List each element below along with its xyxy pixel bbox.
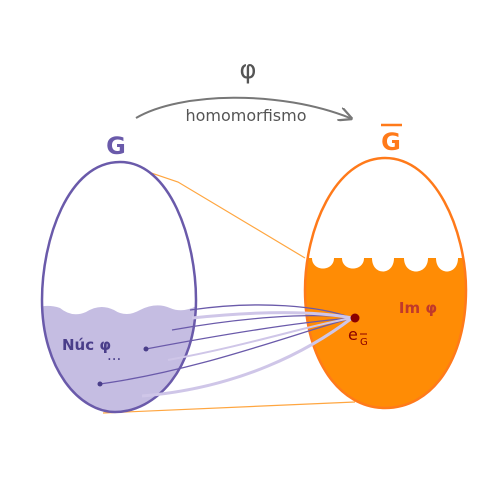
mapping-curve-5 <box>141 316 353 398</box>
phi-label: φ <box>239 55 256 85</box>
homomorphism-arrow <box>135 96 350 118</box>
mapping-curve-1 <box>99 317 353 385</box>
kernel-mapping-arrows <box>99 304 353 398</box>
mapping-curve-7 <box>167 317 353 361</box>
kernel-label: Núc φ <box>62 336 111 354</box>
image-label: Im φ <box>399 299 437 317</box>
identity-label: e <box>348 325 358 344</box>
kernel-point-a <box>143 346 149 352</box>
codomain-label: G <box>381 128 401 156</box>
codomain-set <box>303 156 468 410</box>
projection-line-bottom <box>102 401 356 414</box>
domain-label: G <box>106 132 126 160</box>
image-region <box>305 258 466 408</box>
homomorphism-label: homomorfismo <box>185 106 306 125</box>
identity-dot <box>350 313 360 323</box>
mapping-curve-6 <box>191 311 353 320</box>
identity-subscript: G <box>360 337 368 348</box>
mapping-curve-3 <box>189 304 353 319</box>
kernel-dots: ... <box>107 346 121 364</box>
mapping-curve-2 <box>145 317 353 350</box>
domain-set <box>40 160 198 414</box>
kernel-point-b <box>97 381 103 387</box>
